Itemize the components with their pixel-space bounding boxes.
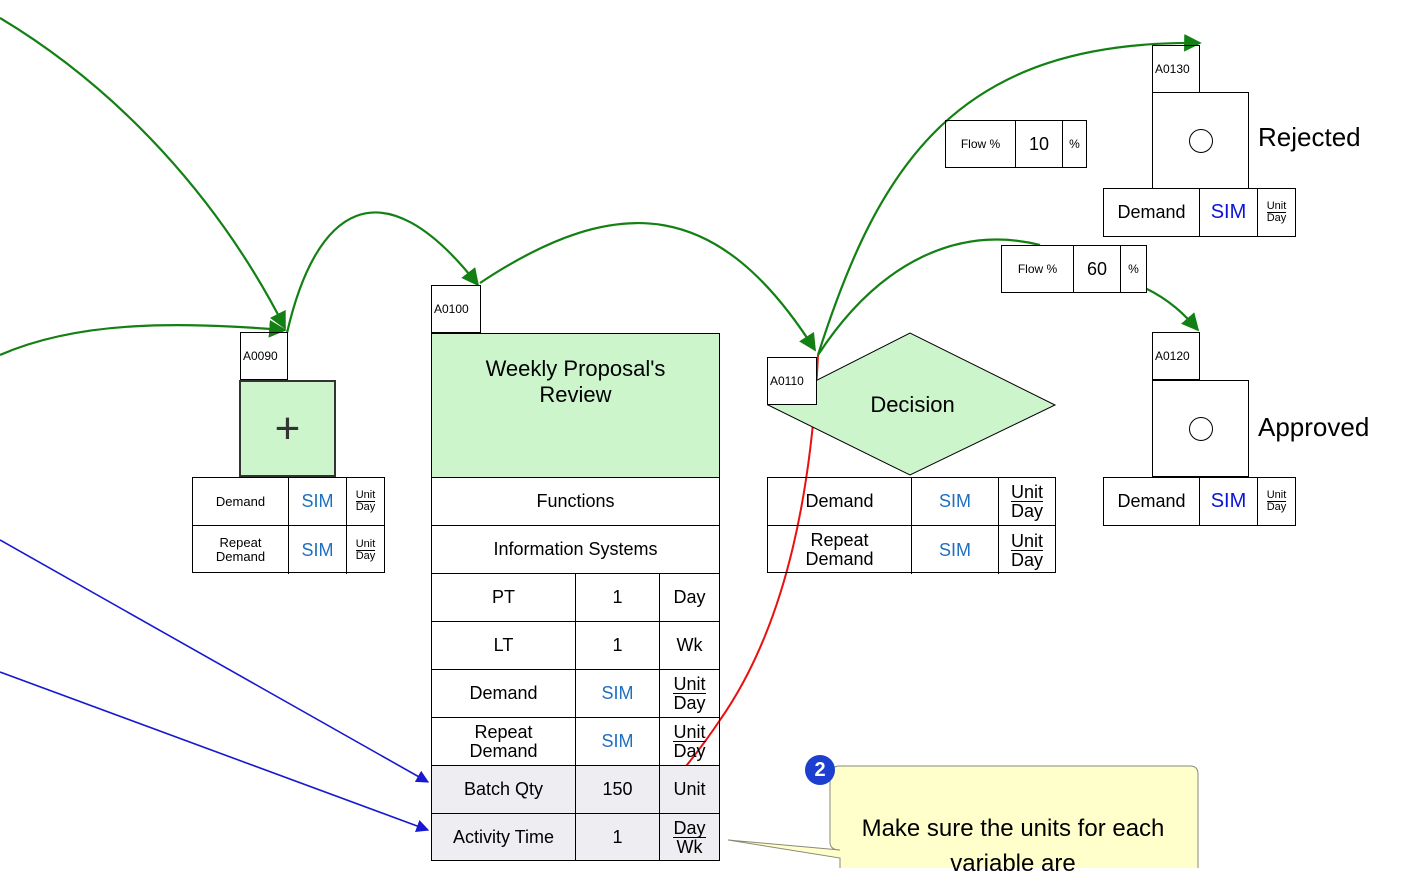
decision-diamond[interactable] [766, 332, 1057, 476]
repeat-demand-value[interactable]: SIM [912, 526, 999, 574]
repeat-demand-value[interactable]: SIM [576, 718, 660, 766]
end-circle-icon [1188, 416, 1213, 441]
end-node-a0130[interactable] [1152, 92, 1249, 189]
repeat-demand-label: Repeat Demand [432, 718, 576, 766]
functions-row[interactable]: Functions [432, 478, 719, 526]
pt-unit: Day [660, 574, 719, 622]
flow-label: Flow % [946, 121, 1016, 167]
end-label: Approved [1258, 412, 1370, 442]
node-id-text: A0100 [434, 302, 469, 316]
repeat-demand-label: Repeat Demand [193, 526, 289, 574]
flow-percent-approved[interactable]: Flow % 60 % [1001, 245, 1147, 293]
flow-value[interactable]: 60 [1074, 246, 1121, 292]
demand-value[interactable]: SIM [1200, 189, 1258, 236]
pt-value[interactable]: 1 [576, 574, 660, 622]
node-id-a0110: A0110 [767, 357, 817, 405]
flow-label: Flow % [1002, 246, 1074, 292]
decision-label: Decision [870, 392, 955, 417]
step-badge: 2 [805, 755, 835, 785]
end-label: Rejected [1258, 122, 1361, 152]
demand-value[interactable]: SIM [576, 670, 660, 718]
activity-box-a0100[interactable]: Weekly Proposal's Review Functions Infor… [431, 333, 720, 861]
batch-qty-label: Batch Qty [432, 766, 576, 814]
callout-text: Make sure the units for each variable ar… [861, 815, 1165, 877]
end-circle-icon [1188, 128, 1213, 153]
demand-label: Demand [1104, 478, 1200, 525]
lt-unit: Wk [660, 622, 719, 670]
flow-unit: % [1128, 262, 1139, 276]
activity-time-label: Activity Time [432, 814, 576, 860]
batch-qty-value[interactable]: 150 [576, 766, 660, 814]
pt-label: PT [432, 574, 576, 622]
activity-time-value[interactable]: 1 [576, 814, 660, 860]
node-id-a0100: A0100 [431, 285, 481, 333]
repeat-demand-value[interactable]: SIM [289, 526, 347, 574]
demand-label: Demand [432, 670, 576, 718]
plus-icon: + [274, 403, 301, 453]
repeat-demand-label: Repeat Demand [768, 526, 912, 574]
node-id-a0090: A0090 [240, 332, 288, 380]
node-id-text: A0130 [1155, 62, 1190, 76]
node-id-a0120: A0120 [1152, 332, 1200, 380]
demand-label: Demand [1104, 189, 1200, 236]
info-connectors [0, 539, 430, 833]
end-node-a0120[interactable] [1152, 380, 1249, 477]
node-id-text: A0110 [770, 374, 804, 388]
node-id-a0130: A0130 [1152, 45, 1200, 93]
demand-value[interactable]: SIM [912, 478, 999, 526]
lt-label: LT [432, 622, 576, 670]
node-id-text: A0120 [1155, 349, 1190, 363]
lt-value[interactable]: 1 [576, 622, 660, 670]
activity-title: Weekly Proposal's Review [432, 334, 719, 478]
node-id-text: A0090 [243, 349, 278, 363]
flow-unit: % [1069, 137, 1080, 151]
flow-connectors [0, 17, 1202, 357]
information-systems-row[interactable]: Information Systems [432, 526, 719, 574]
demand-value[interactable]: SIM [289, 478, 347, 526]
flow-percent-rejected[interactable]: Flow % 10 % [945, 120, 1087, 168]
batch-qty-unit: Unit [660, 766, 719, 814]
demand-value[interactable]: SIM [1200, 478, 1258, 525]
flow-value[interactable]: 10 [1016, 121, 1063, 167]
demand-label: Demand [193, 478, 289, 526]
demand-label: Demand [768, 478, 912, 526]
merge-node-a0090[interactable]: + [239, 380, 336, 477]
